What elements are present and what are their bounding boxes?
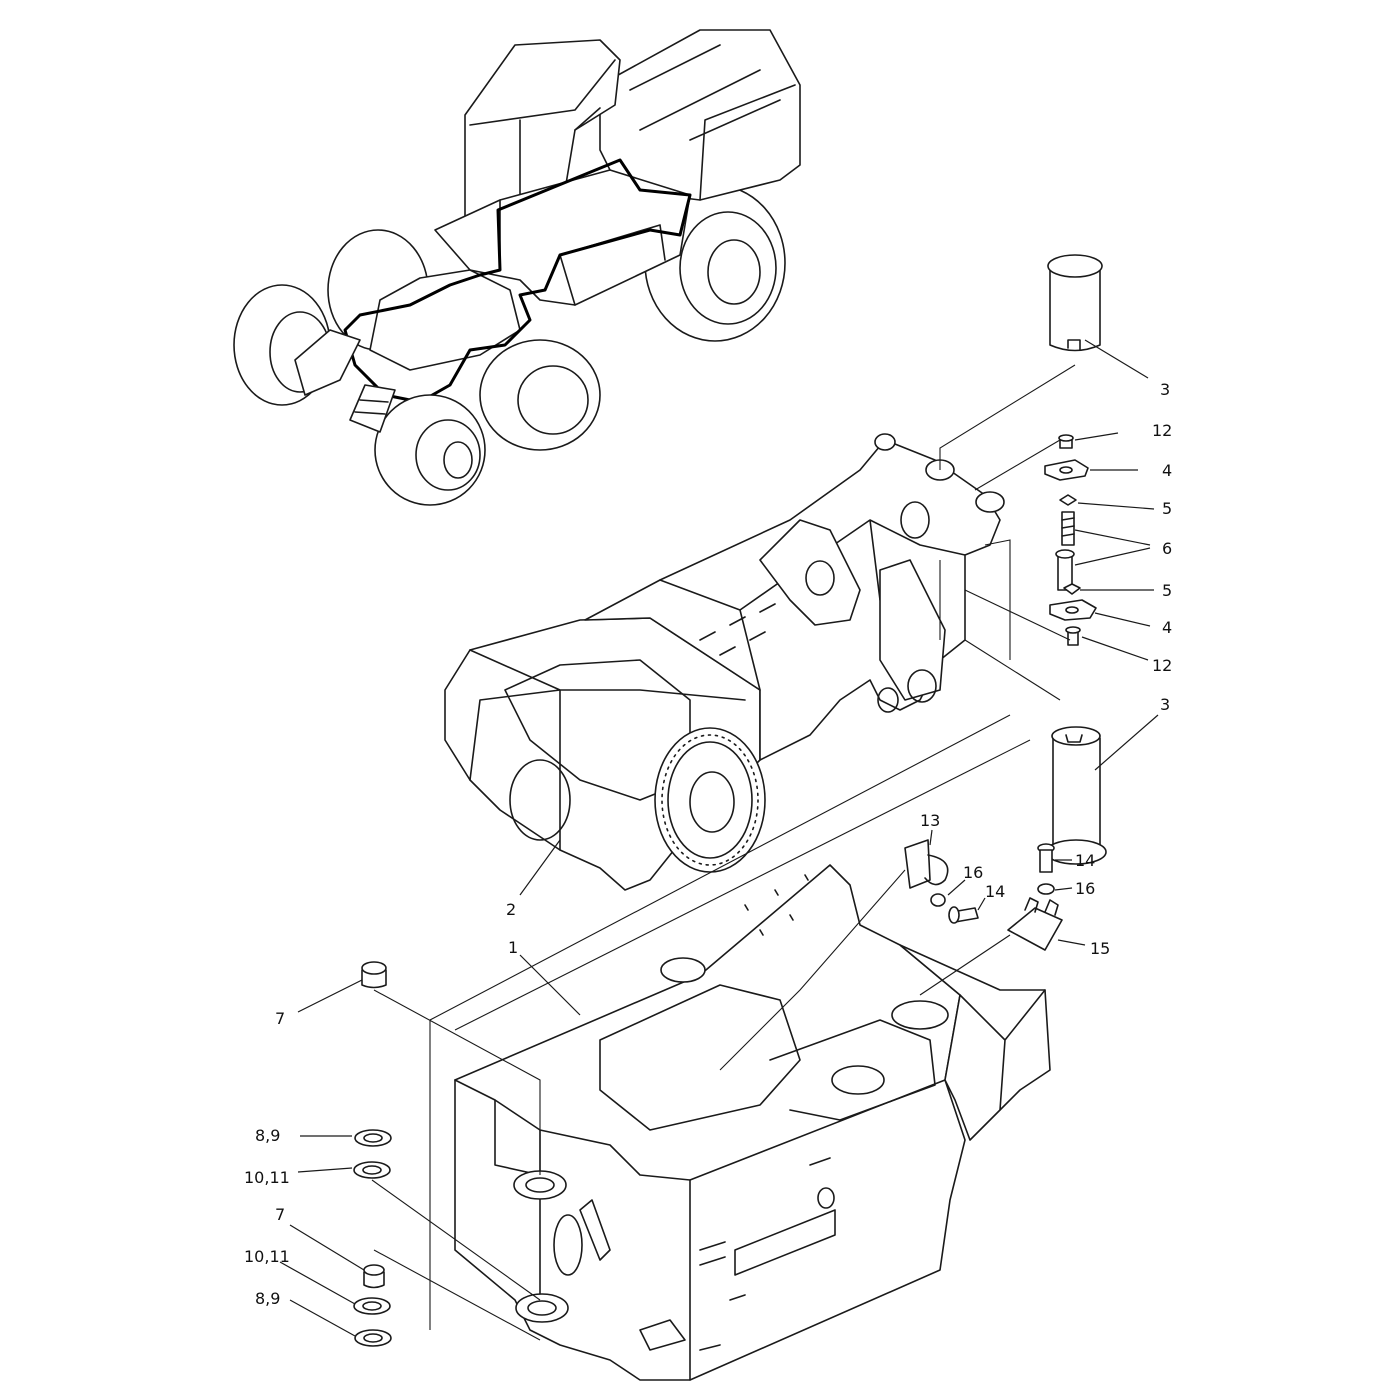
callout-8-9-upper: 8,9 <box>255 1126 280 1145</box>
bushing-part-3-upper <box>1047 254 1103 352</box>
callout-7-lower: 7 <box>275 1205 285 1224</box>
callout-5-lower: 5 <box>1162 581 1172 600</box>
rear-frame-part <box>454 864 1051 1381</box>
callout-labels: 3 12 4 5 6 5 4 12 3 13 14 16 16 14 15 2 … <box>244 380 1172 1308</box>
callout-15: 15 <box>1090 939 1110 958</box>
callout-13: 13 <box>920 811 940 830</box>
plug-part-7-upper <box>361 961 387 989</box>
front-frame-part <box>444 433 1005 891</box>
callout-8-9-lower: 8,9 <box>255 1289 280 1308</box>
callout-12-upper: 12 <box>1152 421 1172 440</box>
callout-6: 6 <box>1162 539 1172 558</box>
callout-5-upper: 5 <box>1162 499 1172 518</box>
callout-2: 2 <box>506 900 516 919</box>
callout-7-upper: 7 <box>275 1009 285 1028</box>
callout-3-lower: 3 <box>1160 695 1170 714</box>
bushing-part-3-lower <box>1045 726 1107 865</box>
callout-4-upper: 4 <box>1162 461 1172 480</box>
washer-bolt-pair <box>930 893 979 924</box>
callout-16-mid: 16 <box>963 863 983 882</box>
machine-overview <box>233 29 801 506</box>
callout-10-11-upper: 10,11 <box>244 1168 290 1187</box>
hose-bracket-part-13 <box>904 839 949 889</box>
callout-10-11-lower: 10,11 <box>244 1247 290 1266</box>
assembly-lines <box>371 364 1076 1341</box>
fastener-stack-lower <box>1049 583 1097 646</box>
callout-12-lower: 12 <box>1152 656 1172 675</box>
fastener-stack-upper <box>1044 434 1089 591</box>
callout-14-right: 14 <box>1075 851 1095 870</box>
callout-16-right: 16 <box>1075 879 1095 898</box>
callout-leaders <box>279 339 1159 1337</box>
callout-14-mid: 14 <box>985 882 1005 901</box>
callout-4-lower: 4 <box>1162 618 1172 637</box>
bolt-part-14 <box>1037 843 1055 895</box>
callout-1: 1 <box>508 938 518 957</box>
callout-3-upper: 3 <box>1160 380 1170 399</box>
mount-plate-part-15 <box>1007 897 1063 951</box>
shim-washers <box>353 1129 392 1347</box>
